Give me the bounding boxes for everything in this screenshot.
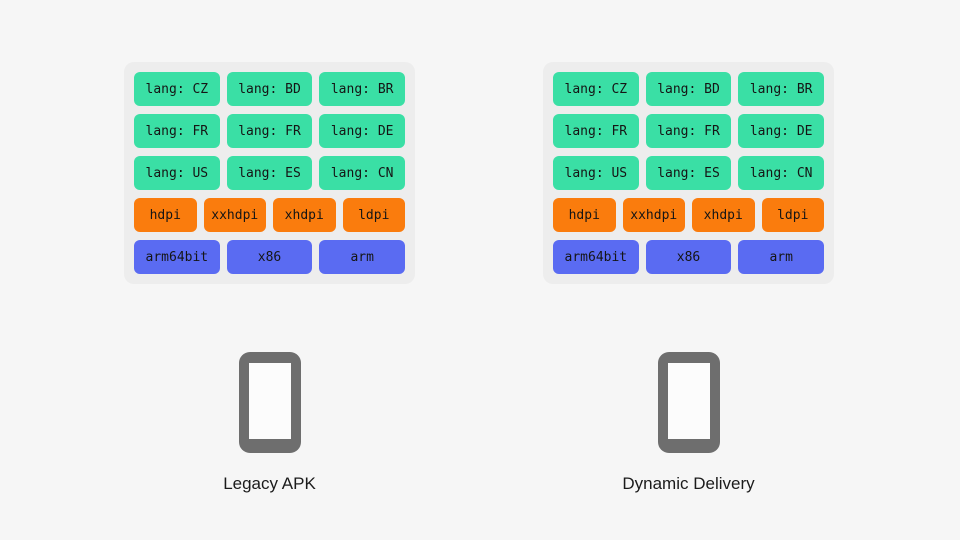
pill-lang[interactable]: lang: US	[553, 156, 639, 190]
pill-abi[interactable]: arm	[738, 240, 825, 274]
phone-screen	[667, 363, 710, 439]
pill-lang[interactable]: lang: CN	[319, 156, 406, 190]
pill-dpi[interactable]: hdpi	[553, 198, 616, 232]
device-label-legacy-apk: Legacy APK	[223, 474, 316, 493]
pill-lang[interactable]: lang: BD	[226, 72, 313, 106]
pill-lang[interactable]: lang: FR	[645, 114, 732, 148]
phone-icon	[238, 352, 301, 453]
pill-lang[interactable]: lang: ES	[645, 156, 732, 190]
phone-icon	[657, 352, 720, 453]
device-label-dynamic-delivery: Dynamic Delivery	[622, 474, 755, 493]
pill-lang[interactable]: lang: BR	[738, 72, 825, 106]
pill-lang[interactable]: lang: CZ	[134, 72, 220, 106]
pill-dpi[interactable]: xxhdpi	[622, 198, 685, 232]
pill-abi[interactable]: arm64bit	[134, 240, 220, 274]
pill-dpi[interactable]: ldpi	[761, 198, 824, 232]
phone-screen	[248, 363, 291, 439]
pill-lang[interactable]: lang: FR	[553, 114, 639, 148]
pill-abi[interactable]: arm64bit	[553, 240, 639, 274]
pill-dpi[interactable]: xxhdpi	[203, 198, 266, 232]
pill-dpi[interactable]: ldpi	[342, 198, 405, 232]
pill-abi[interactable]: arm	[319, 240, 406, 274]
device-legacy-apk: Legacy APK	[124, 352, 415, 494]
pill-dpi[interactable]: xhdpi	[692, 198, 755, 232]
pill-lang[interactable]: lang: DE	[738, 114, 825, 148]
pill-dpi[interactable]: hdpi	[134, 198, 197, 232]
pill-abi[interactable]: x86	[645, 240, 732, 274]
device-dynamic-delivery: Dynamic Delivery	[543, 352, 834, 494]
pill-dpi[interactable]: xhdpi	[273, 198, 336, 232]
pill-lang[interactable]: lang: FR	[134, 114, 220, 148]
pill-abi[interactable]: x86	[226, 240, 313, 274]
pill-lang[interactable]: lang: CZ	[553, 72, 639, 106]
pill-lang[interactable]: lang: FR	[226, 114, 313, 148]
pill-lang[interactable]: lang: CN	[738, 156, 825, 190]
pill-lang[interactable]: lang: DE	[319, 114, 406, 148]
pill-lang[interactable]: lang: US	[134, 156, 220, 190]
pill-lang[interactable]: lang: ES	[226, 156, 313, 190]
pill-lang[interactable]: lang: BR	[319, 72, 406, 106]
pill-lang[interactable]: lang: BD	[645, 72, 732, 106]
